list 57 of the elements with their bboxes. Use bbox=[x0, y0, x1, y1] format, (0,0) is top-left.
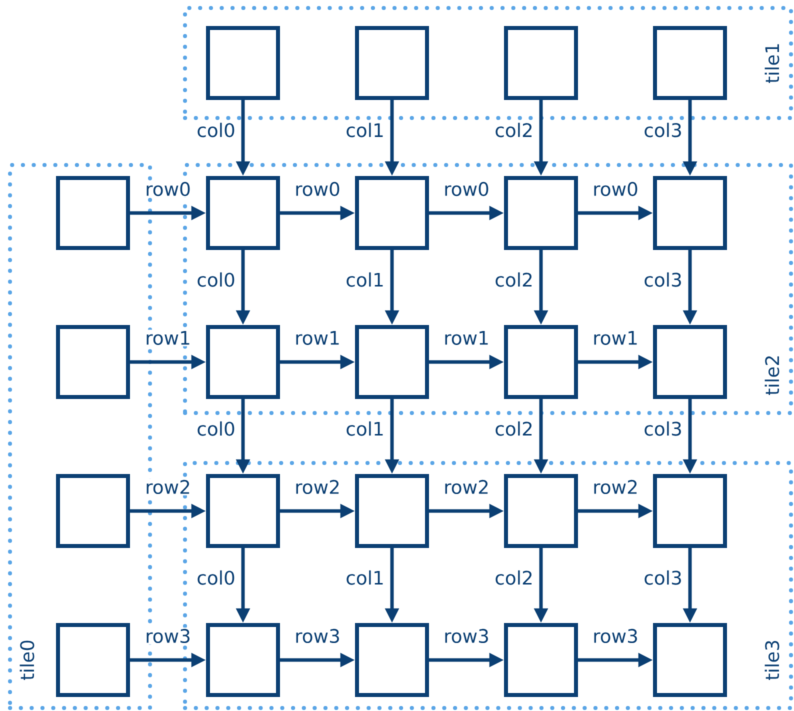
process-box bbox=[504, 623, 578, 697]
edge-label: col3 bbox=[642, 420, 684, 438]
process-box bbox=[56, 474, 130, 548]
process-box bbox=[504, 474, 578, 548]
edge-label: row2 bbox=[293, 478, 342, 496]
process-box bbox=[355, 325, 429, 399]
edge-label: row2 bbox=[144, 478, 192, 496]
edge-label: row1 bbox=[442, 330, 491, 346]
edge-label: row1 bbox=[591, 330, 640, 346]
edge-label: col1 bbox=[344, 271, 386, 288]
edge-label: row1 bbox=[144, 330, 192, 346]
edge-label: col0 bbox=[195, 569, 237, 586]
process-box bbox=[653, 623, 727, 697]
process-box bbox=[355, 623, 429, 697]
edge-label: row0 bbox=[442, 180, 491, 198]
edge-label: col2 bbox=[493, 271, 535, 288]
process-box bbox=[355, 26, 429, 100]
process-box bbox=[504, 325, 578, 399]
edge-label: row3 bbox=[591, 628, 640, 644]
tile-region: tile1 bbox=[183, 6, 793, 120]
process-box bbox=[653, 26, 727, 100]
edge-label: col1 bbox=[344, 121, 386, 139]
edge-label: col2 bbox=[493, 420, 535, 438]
edge-label: col0 bbox=[195, 121, 237, 139]
process-box bbox=[206, 26, 280, 100]
edge-label: row0 bbox=[293, 180, 342, 198]
process-box bbox=[206, 474, 280, 548]
process-box bbox=[653, 474, 727, 548]
edge-label: row3 bbox=[144, 628, 192, 644]
edge-label: col3 bbox=[642, 569, 684, 586]
edge-label: col0 bbox=[195, 420, 237, 438]
process-box bbox=[206, 176, 280, 250]
edge-label: row2 bbox=[442, 478, 491, 496]
process-box bbox=[653, 325, 727, 399]
process-box bbox=[56, 623, 130, 697]
edge-label: col2 bbox=[493, 569, 535, 586]
process-box bbox=[56, 176, 130, 250]
edge-label: row0 bbox=[591, 180, 640, 198]
edge-label: col1 bbox=[344, 569, 386, 586]
edge-label: col3 bbox=[642, 271, 684, 288]
process-box bbox=[504, 176, 578, 250]
edge-label: row0 bbox=[144, 180, 192, 198]
edge-label: row1 bbox=[293, 330, 342, 346]
process-box bbox=[56, 325, 130, 399]
process-box bbox=[355, 474, 429, 548]
process-box bbox=[355, 176, 429, 250]
edge-label: col3 bbox=[642, 121, 684, 139]
edge-label: row2 bbox=[591, 478, 640, 496]
process-box bbox=[653, 176, 727, 250]
edge-label: col0 bbox=[195, 271, 237, 288]
edge-label: row3 bbox=[293, 628, 342, 644]
edge-label: col1 bbox=[344, 420, 386, 438]
process-box bbox=[206, 623, 280, 697]
process-box bbox=[206, 325, 280, 399]
process-box bbox=[504, 26, 578, 100]
edge-label: row3 bbox=[442, 628, 491, 644]
edge-label: col2 bbox=[493, 121, 535, 139]
